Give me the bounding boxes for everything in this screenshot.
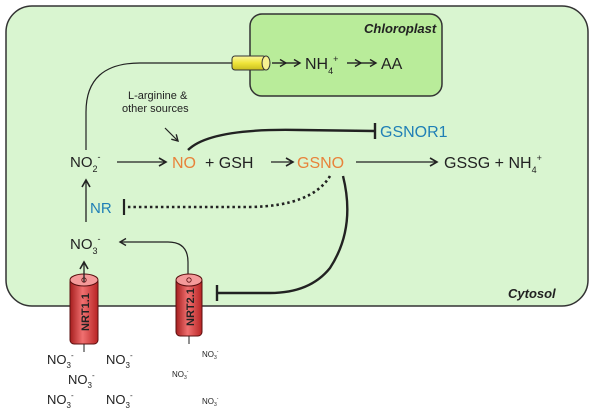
nrt21-to-no3-path [118,237,189,276]
svg-text:NO3-: NO3- [106,351,133,370]
nr-label: NR [90,200,112,217]
nrt21-label: NRT2.1 [185,288,197,326]
gsno-inhibits-nrt21 [218,175,349,295]
svg-text:NO3-: NO3- [68,371,95,390]
nrt11-transporter: NRT1.1 [69,273,99,345]
extracellular-nitrate-large: NO3- NO3- NO3- NO3- NO3- [47,351,133,410]
svg-text:NO3-: NO3- [202,396,219,408]
chloroplast-channel [231,55,271,71]
nh4-chloroplast-label: NH4+ [305,54,338,76]
gssg-nh4-label: GSSG + NH4+ [444,153,542,175]
no2-label: NO2- [70,152,101,174]
svg-text:NO3-: NO3- [172,369,189,381]
nrt21-transporter: NRT2.1 [175,273,203,337]
no3-cytosol-label: NO3- [70,234,101,256]
extracellular-nitrate-small: NO3- NO3- NO3- [172,349,219,408]
no2-to-chloroplast-path [85,62,232,150]
chloroplast-compartment [249,13,443,97]
no-label: NO [172,155,196,172]
svg-text:NO3-: NO3- [202,349,219,361]
nrt11-label: NRT1.1 [80,293,92,331]
gsno-label: GSNO [297,155,344,172]
plus-gsh-label: + GSH [205,155,253,172]
no-inhibits-gsnor1 [187,128,375,151]
svg-text:NO3-: NO3- [47,351,74,370]
svg-text:NO3-: NO3- [47,391,74,410]
cytosol-label: Cytosol [508,286,556,301]
chloroplast-label: Chloroplast [364,21,437,36]
svg-text:NO3-: NO3- [106,391,133,410]
l-arginine-label: L-arginine & [128,90,188,102]
other-sources-label: other sources [122,103,189,115]
gsnor1-label: GSNOR1 [380,124,448,141]
aa-label: AA [381,56,403,73]
